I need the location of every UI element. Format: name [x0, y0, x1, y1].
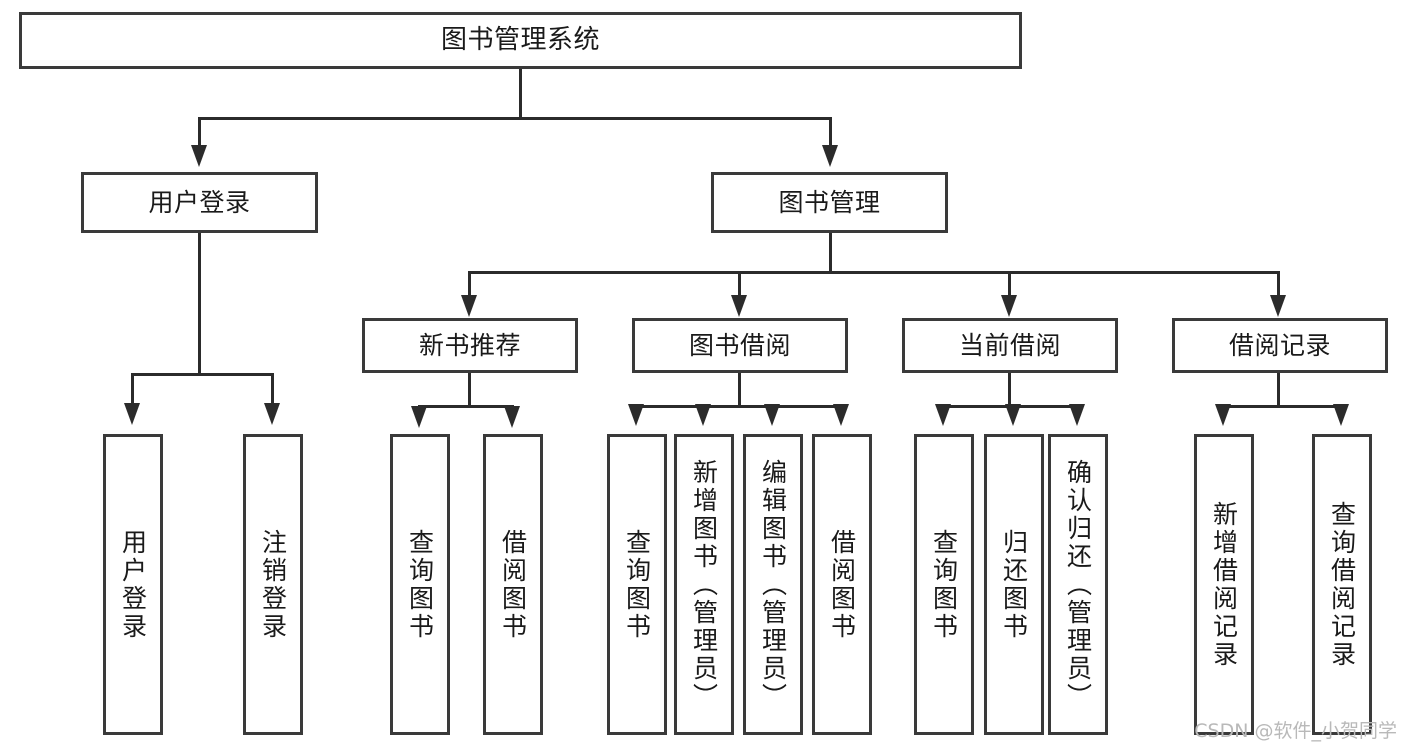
node-current-borrow[interactable]: 当前借阅 — [902, 318, 1118, 373]
connector-user-login-bus — [131, 373, 271, 376]
connector-borrow-record-bus — [1222, 405, 1342, 408]
node-label: 注销登录 — [258, 528, 288, 641]
connector-new-book-bus — [418, 405, 513, 408]
node-label: 归还图书 — [999, 528, 1029, 641]
leaf-query-book-borrow[interactable]: 查询图书 — [607, 434, 667, 735]
arrowhead-leaf-edit-book — [764, 404, 780, 426]
connector-new-book-stem — [468, 373, 471, 405]
arrowhead-leaf-add-book — [695, 404, 711, 426]
node-book-management[interactable]: 图书管理 — [711, 172, 948, 233]
node-label: 查询图书 — [405, 528, 435, 641]
arrowhead-leaf-query-book-1 — [411, 406, 427, 428]
connector-book-manage-stem — [829, 233, 832, 271]
connector-root-to-book-manage — [829, 117, 832, 145]
node-label: 当前借阅 — [958, 330, 1061, 360]
node-label: 新增图书（管理员） — [689, 458, 719, 711]
leaf-user-logout[interactable]: 注销登录 — [243, 434, 303, 735]
node-new-book-recommend[interactable]: 新书推荐 — [362, 318, 578, 373]
arrowhead-user-login — [191, 145, 207, 167]
node-label: 借阅记录 — [1228, 330, 1331, 360]
node-label: 查询借阅记录 — [1327, 500, 1357, 669]
connector-user-login-drop-1 — [131, 373, 134, 403]
node-label: 查询图书 — [929, 528, 959, 641]
arrowhead-borrow-record — [1270, 295, 1286, 317]
node-book-management-system[interactable]: 图书管理系统 — [19, 12, 1022, 69]
arrowhead-new-book-recommend — [461, 295, 477, 317]
arrowhead-book-borrow — [731, 295, 747, 317]
connector-book-manage-drop-4 — [1277, 271, 1280, 295]
leaf-user-login[interactable]: 用户登录 — [103, 434, 163, 735]
node-label: 新书推荐 — [418, 330, 521, 360]
connector-book-manage-drop-1 — [468, 271, 471, 295]
node-label: 图书管理 — [778, 187, 881, 217]
arrowhead-current-borrow — [1001, 295, 1017, 317]
node-label: 新增借阅记录 — [1209, 500, 1239, 669]
arrowhead-leaf-query-book-2 — [628, 404, 644, 426]
connector-user-login-drop-2 — [271, 373, 274, 403]
arrowhead-leaf-borrow-book-2 — [833, 404, 849, 426]
node-label: 借阅图书 — [498, 528, 528, 641]
node-label: 用户登录 — [148, 187, 251, 217]
csdn-watermark: CSDN @软件_小贺同学 — [1194, 720, 1397, 742]
node-user-login[interactable]: 用户登录 — [81, 172, 318, 233]
node-label: 编辑图书（管理员） — [758, 458, 788, 711]
arrowhead-leaf-query-book-3 — [935, 404, 951, 426]
connector-book-manage-bus — [468, 271, 1280, 274]
arrowhead-leaf-return-book — [1005, 404, 1021, 426]
arrowhead-leaf-borrow-book-1 — [504, 406, 520, 428]
node-label: 查询图书 — [622, 528, 652, 641]
arrowhead-leaf-user-logout — [264, 403, 280, 425]
leaf-borrow-book[interactable]: 借阅图书 — [812, 434, 872, 735]
node-label: 图书管理系统 — [440, 25, 600, 56]
connector-user-login-stem — [198, 233, 201, 373]
leaf-add-borrow-record[interactable]: 新增借阅记录 — [1194, 434, 1254, 735]
connector-book-borrow-bus — [635, 405, 843, 408]
leaf-return-book[interactable]: 归还图书 — [984, 434, 1044, 735]
arrowhead-leaf-query-record — [1333, 404, 1349, 426]
leaf-query-book-recommend[interactable]: 查询图书 — [390, 434, 450, 735]
node-label: 用户登录 — [118, 528, 148, 641]
node-label: 借阅图书 — [827, 528, 857, 641]
connector-current-borrow-stem — [1008, 373, 1011, 405]
leaf-query-borrow-record[interactable]: 查询借阅记录 — [1312, 434, 1372, 735]
leaf-edit-book[interactable]: 编辑图书（管理员） — [743, 434, 803, 735]
arrowhead-leaf-add-record — [1215, 404, 1231, 426]
node-label: 图书借阅 — [688, 330, 791, 360]
connector-book-manage-drop-3 — [1008, 271, 1011, 295]
arrowhead-book-manage — [822, 145, 838, 167]
leaf-add-book[interactable]: 新增图书（管理员） — [674, 434, 734, 735]
node-borrow-record[interactable]: 借阅记录 — [1172, 318, 1388, 373]
arrowhead-leaf-user-login — [124, 403, 140, 425]
node-book-borrow[interactable]: 图书借阅 — [632, 318, 848, 373]
leaf-query-book-current[interactable]: 查询图书 — [914, 434, 974, 735]
node-label: 确认归还（管理员） — [1063, 458, 1093, 711]
connector-root-bus — [198, 117, 832, 120]
connector-root-to-user-login — [198, 117, 201, 145]
connector-book-manage-drop-2 — [738, 271, 741, 295]
connector-borrow-record-stem — [1277, 373, 1280, 405]
connector-book-borrow-stem — [738, 373, 741, 405]
arrowhead-leaf-confirm-return — [1069, 404, 1085, 426]
connector-root-stem — [519, 69, 522, 117]
leaf-confirm-return[interactable]: 确认归还（管理员） — [1048, 434, 1108, 735]
leaf-borrow-book-recommend[interactable]: 借阅图书 — [483, 434, 543, 735]
